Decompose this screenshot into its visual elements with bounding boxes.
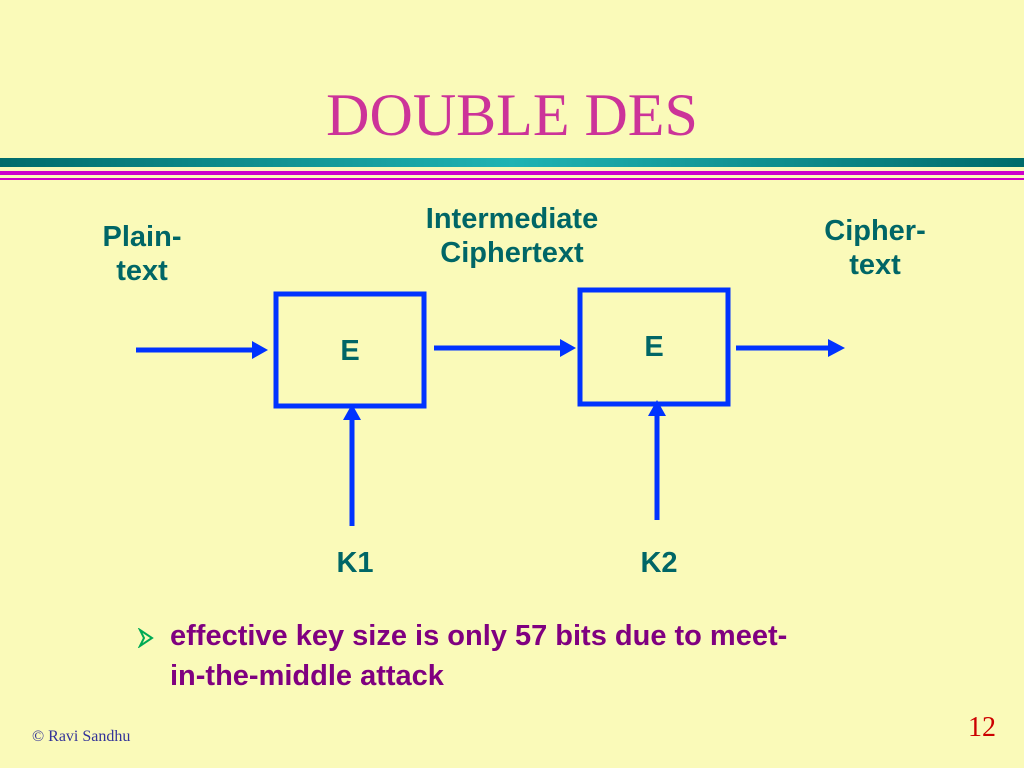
header-rule-teal — [0, 158, 1024, 167]
intermediate-arrowhead — [560, 339, 576, 357]
ciphertext-arrowhead — [828, 339, 845, 357]
bullet-text: effective key size is only 57 bits due t… — [170, 616, 930, 696]
encrypt-box-2 — [577, 287, 731, 407]
key1-arrowhead — [343, 404, 361, 420]
plaintext-label: Plain- text — [82, 220, 202, 288]
plaintext-arrowhead — [252, 341, 268, 359]
key2-arrowhead — [648, 400, 666, 416]
intermediate-label: Intermediate Ciphertext — [392, 202, 632, 270]
slide-title: DOUBLE DES — [326, 82, 698, 148]
author-credit: © Ravi Sandhu — [32, 728, 131, 745]
encrypt-box-1-label: E — [340, 335, 360, 367]
plaintext-label-line1: Plain- — [102, 221, 182, 253]
encrypt-box-1 — [273, 291, 427, 409]
ciphertext-label-line1: Cipher- — [824, 215, 926, 247]
arrowhead-bullet-icon — [137, 628, 154, 648]
intermediate-label-line1: Intermediate — [425, 203, 599, 235]
key1-label: K1 — [336, 547, 374, 579]
header-rule-pink — [0, 171, 1024, 175]
plaintext-label-line2: text — [116, 255, 168, 287]
bullet-line2: in-the-middle attack — [170, 660, 444, 692]
intermediate-label-line2: Ciphertext — [440, 237, 584, 269]
ciphertext-label-line2: text — [849, 249, 901, 281]
header-rule-pink-thin — [0, 178, 1024, 180]
page-number: 12 — [968, 712, 996, 743]
bullet-line1: effective key size is only 57 bits due t… — [170, 620, 788, 652]
encrypt-box-2-label: E — [644, 331, 664, 363]
key2-label: K2 — [640, 547, 678, 579]
ciphertext-label: Cipher- text — [800, 214, 950, 282]
